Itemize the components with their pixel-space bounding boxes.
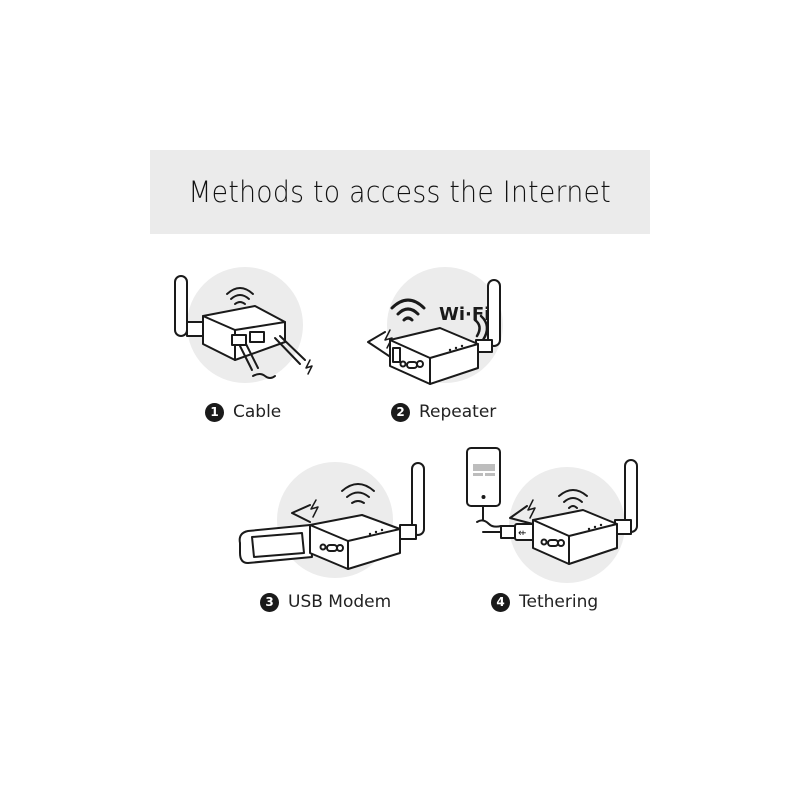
- method-cable: [160, 260, 340, 390]
- method-name: Repeater: [419, 402, 497, 422]
- router-ethernet-cable-icon: [174, 267, 313, 383]
- method-usb-modem: [230, 455, 440, 585]
- method-name: USB Modem: [288, 592, 392, 612]
- router-usb-modem-icon: [238, 462, 425, 578]
- wifi-logo-text: Wi·Fi: [439, 304, 490, 325]
- router-phone-tethering-icon: ⇷: [466, 447, 638, 583]
- method-name: Tethering: [519, 592, 599, 612]
- method-label-tethering: 4 Tethering: [491, 592, 598, 612]
- number-badge: 4: [491, 592, 510, 612]
- number-badge: 3: [260, 592, 279, 612]
- method-label-cable: 1 Cable: [205, 402, 281, 422]
- number-badge: 1: [205, 402, 224, 422]
- method-name: Cable: [233, 402, 282, 422]
- title-banner: Methods to access the Internet: [150, 150, 650, 234]
- svg-text:⇷: ⇷: [518, 528, 526, 539]
- method-label-usb-modem: 3 USB Modem: [260, 592, 391, 612]
- page-title: Methods to access the Internet: [188, 175, 612, 209]
- number-badge: 2: [391, 402, 410, 422]
- method-tethering: ⇷: [455, 440, 655, 585]
- method-label-repeater: 2 Repeater: [391, 402, 496, 422]
- router-wifi-repeater-icon: Wi·Fi: [367, 267, 503, 385]
- method-repeater: Wi·Fi: [350, 260, 530, 390]
